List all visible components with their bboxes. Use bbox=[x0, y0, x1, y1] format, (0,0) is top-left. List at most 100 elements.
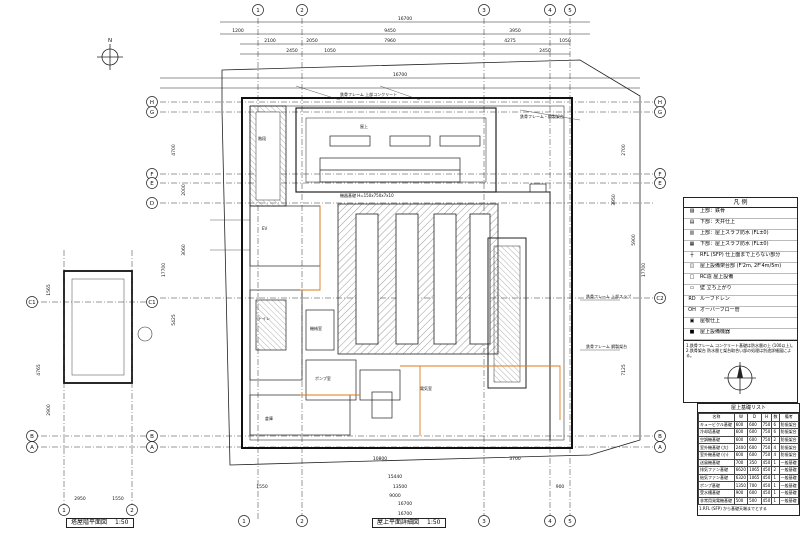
leader-lines bbox=[210, 85, 620, 351]
table-cell: 600 bbox=[747, 450, 762, 460]
grid-col-label: 1 bbox=[242, 519, 246, 525]
legend-text: オーバーフロー管 bbox=[700, 307, 740, 313]
dim-text: 1550 bbox=[256, 484, 268, 490]
table-cell: 600 bbox=[733, 435, 749, 445]
frame-note: 鉄骨フレーム 上部スラブ bbox=[586, 293, 631, 299]
grid-row-label: A bbox=[30, 445, 34, 451]
table-title: 屋上基礎リスト bbox=[698, 404, 799, 413]
table-cell: 6 bbox=[771, 428, 780, 437]
center-note: 機器基礎 H=150x750x7x10 bbox=[340, 192, 394, 198]
room-label: 電気室 bbox=[420, 385, 432, 391]
upper-equipment bbox=[319, 135, 547, 193]
legend-row: ▥上部：屋上スラブ防水 (FL±0) bbox=[684, 230, 797, 241]
table-cell: 600 bbox=[733, 428, 749, 437]
dim-text: 16700 bbox=[398, 511, 412, 517]
legend-text: 下部：屋上スラブ防水 (FL±0) bbox=[700, 241, 769, 247]
grid-col-label: 2 bbox=[300, 8, 304, 14]
table-footnote: 1.RFL (SFP) から基礎天端までとする bbox=[699, 506, 767, 512]
legend-text: 屋上設備機器 bbox=[700, 329, 731, 335]
table-cell: 350 bbox=[747, 458, 762, 468]
table-cell: 1 bbox=[771, 496, 780, 506]
legend-title: 凡 例 bbox=[684, 198, 797, 208]
room-label: 機械室 bbox=[310, 325, 322, 331]
legend-row: ▤下部：天井仕上 bbox=[684, 219, 797, 230]
grid-row-label: A bbox=[658, 445, 662, 451]
grid-row-label: C1 bbox=[28, 300, 35, 306]
table-cell: 450 bbox=[760, 488, 773, 498]
table-cell: 600 bbox=[733, 420, 749, 430]
table-cell: 600 bbox=[747, 435, 762, 445]
dim-text: 16700 bbox=[398, 501, 412, 507]
small-plan-title: 塔屋階平面図 1:50 bbox=[66, 518, 134, 528]
table-header: D bbox=[747, 413, 762, 422]
grid-col-label: 5 bbox=[568, 519, 572, 525]
grid-bubbles bbox=[26, 4, 666, 527]
north-arrow bbox=[97, 44, 123, 70]
table-cell: 2 bbox=[771, 466, 780, 475]
plan-scale-text: 1:50 bbox=[115, 519, 129, 526]
table-header: 数 bbox=[771, 413, 780, 422]
small-tower-plan bbox=[63, 250, 153, 505]
dim-text: 13500 bbox=[393, 484, 407, 490]
table-cell: 450 bbox=[760, 458, 773, 468]
table-header: 備考 bbox=[778, 413, 800, 422]
table-header: W bbox=[733, 413, 749, 422]
dim-text: 2050 bbox=[306, 38, 318, 44]
frame-note: 鉄骨フレーム 上部コンクリート bbox=[340, 91, 397, 97]
table-cell: 2 bbox=[771, 435, 780, 445]
dim-text: 17700 bbox=[641, 263, 647, 277]
grid-row-label: B bbox=[30, 434, 34, 440]
dim-text: 2450 bbox=[539, 48, 551, 54]
table-cell: 冷却塔基礎 bbox=[698, 428, 735, 437]
legend-symbol: ┼ bbox=[690, 252, 694, 258]
frame-note: 鉄骨フレーム 鋼製架台 bbox=[586, 343, 627, 349]
table-cell: 900 bbox=[733, 488, 749, 498]
grid-row-label: G bbox=[150, 110, 154, 116]
plan-scale-text: 1:50 bbox=[427, 519, 441, 526]
legend-text: RC造 屋上設備 bbox=[700, 274, 734, 280]
table-cell: ポンプ基礎 bbox=[698, 481, 735, 490]
dim-text: 3950 bbox=[611, 194, 617, 206]
table-cell: 防振架台 bbox=[778, 450, 800, 460]
legend-row: □RC造 屋上設備 bbox=[684, 274, 797, 285]
grid-row-label: E bbox=[150, 181, 154, 187]
grid-row-label: H bbox=[658, 100, 662, 106]
dim-text: 3950 bbox=[509, 28, 521, 34]
grid-col-label: 4 bbox=[548, 8, 552, 14]
room-label: トイレ bbox=[258, 316, 270, 321]
grid-col-label: 3 bbox=[482, 519, 486, 525]
dim-text: 2100 bbox=[264, 38, 276, 44]
room-label: EV bbox=[262, 226, 268, 231]
table-cell: 一般基礎 bbox=[778, 466, 800, 475]
legend-text: ルーフドレン bbox=[700, 296, 730, 302]
grid-row-label: H bbox=[150, 100, 154, 106]
legend-row: ■屋上設備機器 bbox=[684, 329, 797, 340]
legend-symbol: ▨ bbox=[689, 208, 695, 214]
table-cell: 防振架台 bbox=[778, 443, 800, 452]
table-cell: 700 bbox=[733, 458, 749, 468]
legend-text: 上部：鉄骨 bbox=[700, 208, 726, 214]
legend-symbol: ◫ bbox=[689, 263, 695, 269]
table-cell: 一般基礎 bbox=[778, 458, 800, 468]
grid-row-label: D bbox=[150, 201, 154, 207]
table-cell: 450 bbox=[760, 496, 773, 506]
table-cell: 一般基礎 bbox=[778, 473, 800, 483]
dim-text: 1550 bbox=[112, 496, 124, 502]
dim-text: 2950 bbox=[74, 496, 86, 502]
table-cell: 受水槽基礎 bbox=[698, 488, 735, 498]
table-cell: 防振架台 bbox=[778, 420, 800, 430]
table-cell: 750 bbox=[760, 435, 773, 445]
legend-text: RFL (SFP) 仕上面まで上らない部分 bbox=[700, 252, 781, 258]
table-cell: 750 bbox=[760, 428, 773, 437]
legend-text: 屋上設備架台部 (F'2m, 2F'4m/5m) bbox=[700, 263, 782, 269]
dim-text: 16700 bbox=[393, 72, 407, 78]
dim-text: 10800 bbox=[373, 456, 387, 462]
table-cell: 6620 bbox=[733, 466, 749, 475]
